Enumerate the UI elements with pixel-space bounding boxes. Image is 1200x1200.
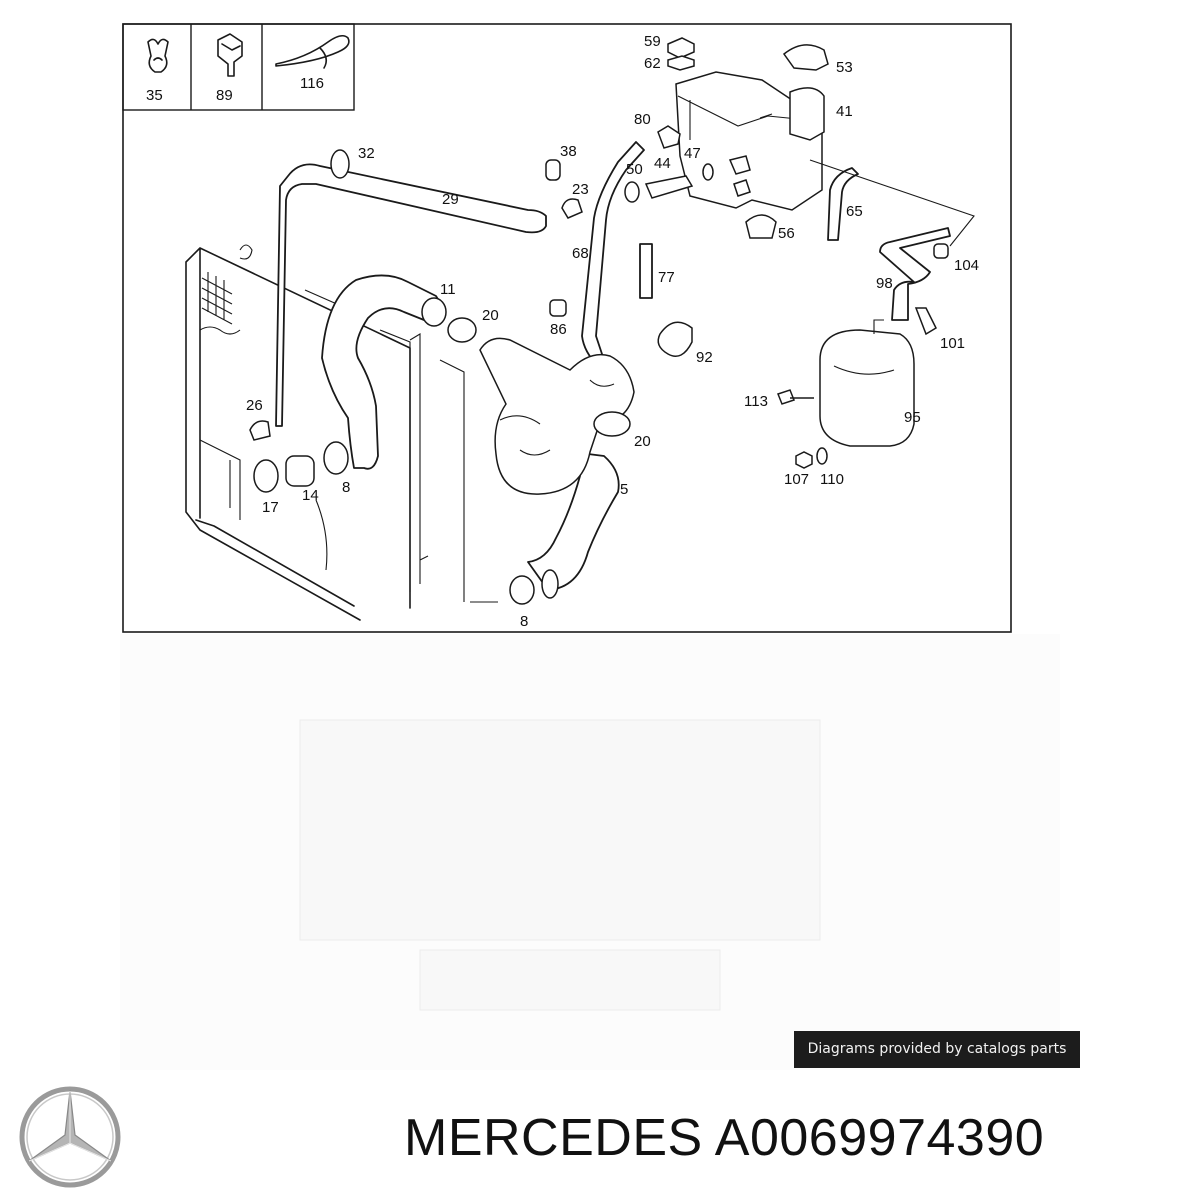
hose-98 xyxy=(879,227,951,321)
faded-ghost xyxy=(299,719,821,1011)
credit-badge: Diagrams provided by catalogs parts xyxy=(794,1031,1080,1068)
callout-98: 98 xyxy=(876,275,893,292)
expansion-tank xyxy=(675,71,825,211)
callout-29: 29 xyxy=(442,191,459,208)
callout-56: 56 xyxy=(778,225,795,242)
callout-35: 35 xyxy=(146,87,163,104)
callout-32: 32 xyxy=(358,145,375,162)
callout-89: 89 xyxy=(216,87,233,104)
clamp-17-icon xyxy=(253,459,279,493)
clamp-20b-icon xyxy=(593,411,631,437)
mercedes-star-icon xyxy=(18,1085,122,1194)
hose-65 xyxy=(827,167,859,241)
callout-80: 80 xyxy=(634,111,651,128)
grommet-56-icon xyxy=(745,214,777,239)
callout-8a: 8 xyxy=(342,479,350,496)
callout-8b: 8 xyxy=(520,613,528,630)
callout-20b: 20 xyxy=(634,433,651,450)
nut-107-icon xyxy=(795,451,813,469)
legend-boxes xyxy=(122,23,355,111)
callout-110: 110 xyxy=(820,471,844,488)
hose-11 xyxy=(321,274,442,470)
washer-50-icon xyxy=(624,181,640,203)
callout-101: 101 xyxy=(940,335,965,352)
callout-labels: 35 89 116 59 62 53 41 80 32 38 44 47 50 … xyxy=(146,33,979,630)
clamp-23-icon xyxy=(561,198,583,219)
callout-47: 47 xyxy=(684,145,701,162)
callout-23: 23 xyxy=(572,181,589,198)
callout-104: 104 xyxy=(954,257,979,274)
bolt-113-icon xyxy=(777,389,814,405)
grommet-86-icon xyxy=(549,299,567,317)
callout-38: 38 xyxy=(560,143,577,160)
callout-44: 44 xyxy=(654,155,671,172)
callout-11: 11 xyxy=(440,281,456,298)
callout-107: 107 xyxy=(784,471,809,488)
cable-tie-116-icon xyxy=(275,34,350,69)
callout-5: 5 xyxy=(620,481,628,498)
callout-65: 65 xyxy=(846,203,863,220)
grommet-104-icon xyxy=(933,243,949,259)
sensor-44-icon xyxy=(644,175,694,199)
clamp-8a-icon xyxy=(323,441,349,475)
clip-80-icon xyxy=(657,125,681,149)
diagram-border xyxy=(122,23,1012,633)
clip-35-icon xyxy=(147,38,169,73)
callout-53: 53 xyxy=(836,59,853,76)
hose-11-end xyxy=(421,297,447,327)
connector-14-icon xyxy=(285,455,315,487)
washer-110-icon xyxy=(816,447,828,465)
grommet-38-icon xyxy=(545,159,561,181)
tube-77 xyxy=(639,243,653,299)
callout-59: 59 xyxy=(644,33,661,50)
bracket-101-icon xyxy=(914,307,937,336)
hose-29 xyxy=(275,163,547,427)
clamp-26-icon xyxy=(249,420,271,441)
washer-62-icon xyxy=(667,55,695,71)
callout-62: 62 xyxy=(644,55,661,72)
radiator-grille xyxy=(201,272,233,325)
clip-89-icon xyxy=(217,33,243,77)
callout-26: 26 xyxy=(246,397,263,414)
reservoir-95 xyxy=(819,319,915,447)
clamp-20-icon xyxy=(447,317,477,343)
nut-59-icon xyxy=(667,37,695,59)
brand-title: MERCEDES A0069974390 xyxy=(404,1109,1045,1167)
grommet-32-icon xyxy=(330,149,350,179)
callout-50: 50 xyxy=(626,161,643,178)
callout-113: 113 xyxy=(744,393,768,410)
callout-86: 86 xyxy=(550,321,567,338)
leader-lines xyxy=(315,159,975,603)
callout-17: 17 xyxy=(262,499,279,516)
callout-77: 77 xyxy=(658,269,675,286)
clip-92-icon xyxy=(657,321,693,357)
callout-92: 92 xyxy=(696,349,713,366)
callout-14: 14 xyxy=(302,487,319,504)
radiator xyxy=(185,244,465,621)
callout-116: 116 xyxy=(300,75,324,92)
ring-47-icon xyxy=(702,163,714,181)
callout-95: 95 xyxy=(904,409,921,426)
cap-53-icon xyxy=(782,44,829,71)
callout-41: 41 xyxy=(836,103,853,120)
callout-20a: 20 xyxy=(482,307,499,324)
callout-68: 68 xyxy=(572,245,589,262)
clamp-8b-icon xyxy=(509,575,535,605)
